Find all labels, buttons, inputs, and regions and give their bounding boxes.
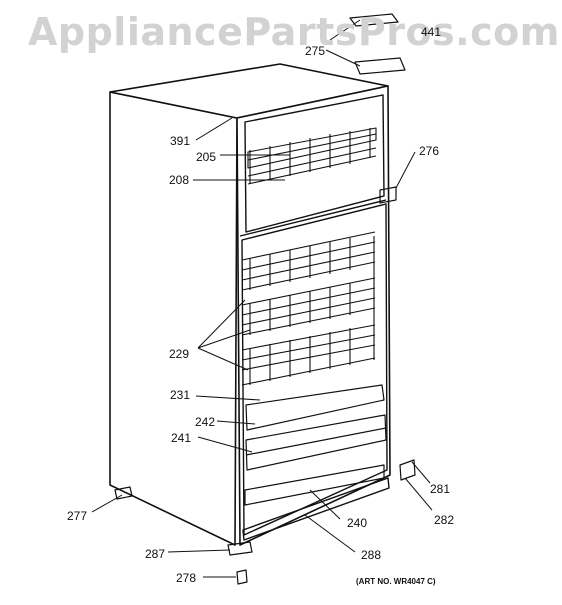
- callout-229: 229: [169, 347, 190, 361]
- center-hinge: [379, 186, 397, 204]
- bottom-drawer: [244, 464, 385, 506]
- callout-288: 288: [361, 548, 382, 562]
- top-hinge: [354, 57, 406, 75]
- callout-441: 441: [421, 25, 442, 39]
- base-grille: [242, 477, 390, 541]
- callout-231: 231: [170, 388, 191, 402]
- fresh-food-compartment: [241, 203, 388, 536]
- callout-240: 240: [347, 516, 368, 530]
- art-number: (ART NO. WR4047 C): [356, 577, 436, 586]
- callout-241: 241: [171, 431, 192, 445]
- callout-281: 281: [430, 482, 451, 496]
- bracket-281: [399, 459, 416, 481]
- callout-276: 276: [419, 144, 440, 158]
- callout-391: 391: [170, 134, 191, 148]
- callout-277: 277: [67, 509, 88, 523]
- crisper-drawer: [245, 414, 387, 471]
- freezer-shelf: [247, 127, 377, 185]
- callout-287: 287: [145, 547, 166, 561]
- cabinet-front-frame: [236, 85, 391, 546]
- callout-275: 275: [305, 44, 326, 58]
- roller-287: [227, 541, 253, 556]
- leveling-leg-left: [114, 486, 133, 500]
- cabinet-side-panel: [109, 91, 238, 546]
- fresh-food-shelves: [241, 231, 376, 386]
- callout-242: 242: [195, 415, 216, 429]
- freezer-compartment: [244, 94, 385, 233]
- hinge-cover: [349, 13, 399, 27]
- callout-205: 205: [196, 150, 217, 164]
- leveling-leg-278: [236, 569, 248, 585]
- callout-208: 208: [169, 173, 190, 187]
- callout-278: 278: [176, 571, 197, 585]
- callout-282: 282: [434, 513, 455, 527]
- crisper-cover: [245, 384, 385, 431]
